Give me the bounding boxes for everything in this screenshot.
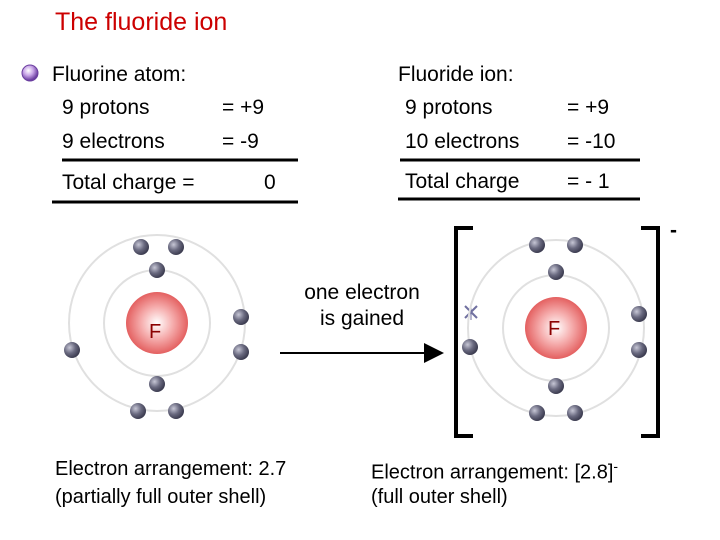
electron bbox=[529, 237, 545, 253]
atom-heading: Fluorine atom: bbox=[52, 63, 186, 87]
electron bbox=[168, 403, 184, 419]
ion-arrangement-sup: - bbox=[613, 458, 618, 474]
atom-total-value: 0 bbox=[264, 171, 276, 195]
ion-total-value: = - 1 bbox=[567, 170, 610, 194]
electron bbox=[130, 403, 146, 419]
ion-arrangement: Electron arrangement: [2.8]- bbox=[371, 458, 618, 485]
electron bbox=[548, 378, 564, 394]
atom-nucleus-symbol: F bbox=[149, 321, 161, 344]
ion-electrons-value: = -10 bbox=[567, 130, 615, 154]
ion-electrons-label: 10 electrons bbox=[405, 130, 519, 154]
ion-protons-label: 9 protons bbox=[405, 96, 493, 120]
electron bbox=[631, 306, 647, 322]
electron bbox=[233, 344, 249, 360]
ion-nucleus-symbol: F bbox=[548, 318, 560, 341]
ion-charge-sign: - bbox=[670, 219, 677, 243]
left-bracket bbox=[456, 228, 473, 436]
atom-shell-note: (partially full outer shell) bbox=[55, 486, 266, 509]
electron bbox=[233, 309, 249, 325]
electron bbox=[149, 376, 165, 392]
ion-heading: Fluoride ion: bbox=[398, 63, 514, 87]
atom-arrangement-label: Electron arrangement: bbox=[55, 458, 253, 480]
atom-arrangement: Electron arrangement: 2.7 bbox=[55, 458, 286, 481]
ion-total-label: Total charge bbox=[405, 170, 519, 194]
electron bbox=[529, 405, 545, 421]
ion-arrangement-value: [2.8] bbox=[574, 462, 613, 484]
arrow-caption-line1: one electron bbox=[286, 280, 438, 306]
electron bbox=[548, 264, 564, 280]
atom-total-label: Total charge = bbox=[62, 171, 195, 195]
electron bbox=[567, 405, 583, 421]
electron bbox=[149, 262, 165, 278]
arrow-caption-line2: is gained bbox=[286, 306, 438, 332]
atom-electrons-label: 9 electrons bbox=[62, 130, 165, 154]
electron bbox=[64, 342, 80, 358]
ion-protons-value: = +9 bbox=[567, 96, 609, 120]
electron bbox=[567, 237, 583, 253]
electron bbox=[168, 239, 184, 255]
arrow-caption: one electron is gained bbox=[286, 280, 438, 332]
atom-protons-label: 9 protons bbox=[62, 96, 150, 120]
electron bbox=[462, 339, 478, 355]
bullet-icon bbox=[22, 65, 38, 81]
ion-shell-note: (full outer shell) bbox=[371, 486, 508, 509]
atom-arrangement-value: 2.7 bbox=[258, 458, 286, 480]
ion-arrangement-label: Electron arrangement: bbox=[371, 462, 569, 484]
electron bbox=[631, 342, 647, 358]
atom-electrons-value: = -9 bbox=[222, 130, 259, 154]
electron bbox=[133, 239, 149, 255]
atom-protons-value: = +9 bbox=[222, 96, 264, 120]
